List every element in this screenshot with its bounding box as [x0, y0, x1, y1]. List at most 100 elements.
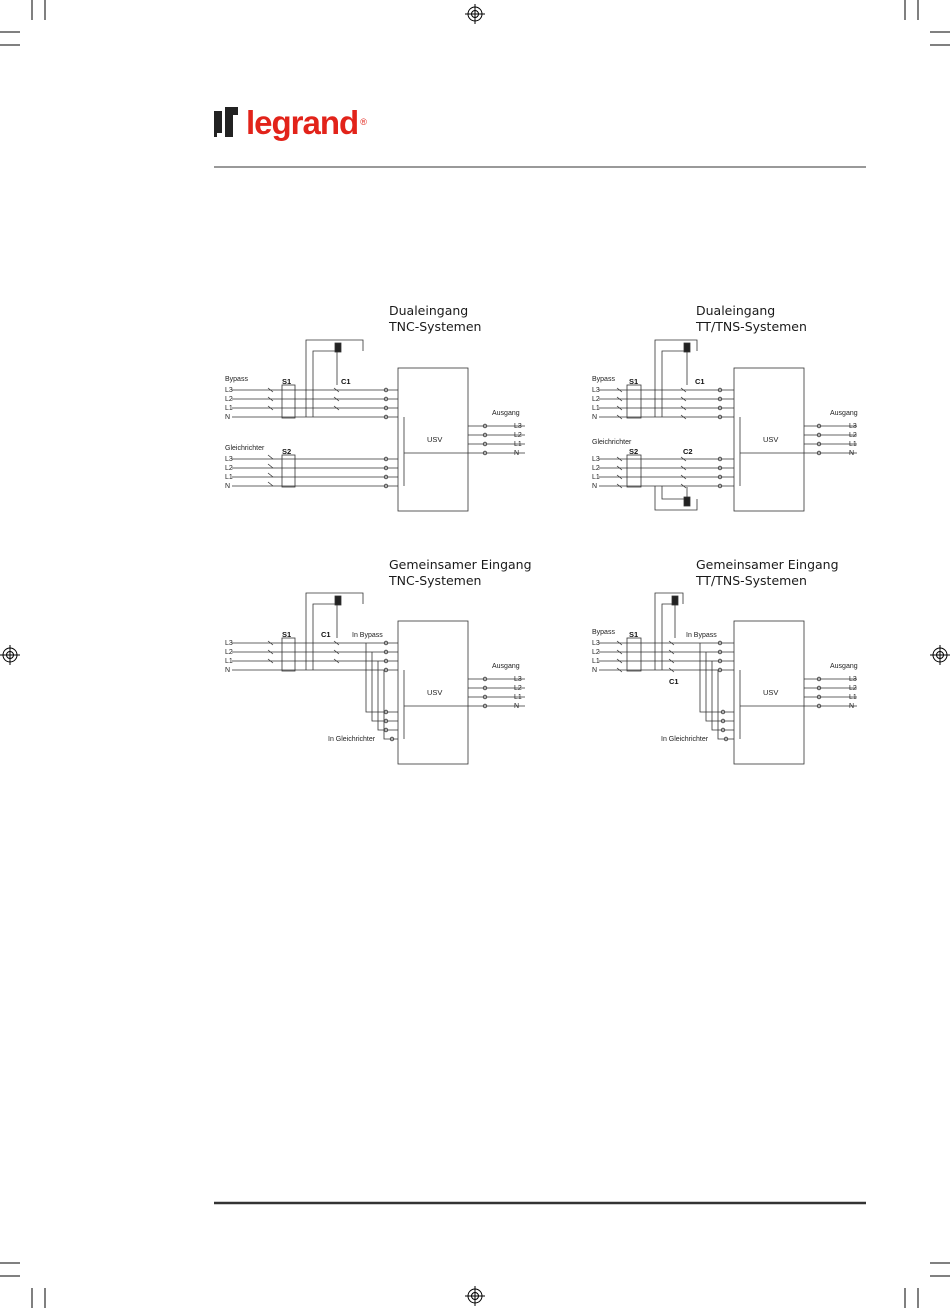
d3-out-l3: L3: [514, 676, 522, 683]
diagram-1-s2-label: S2: [282, 447, 291, 456]
diagram-2-title-line2: TT/TNS-Systemen: [696, 319, 807, 334]
d4-out-l1: L1: [849, 694, 857, 701]
diagram-2-c2-label: C2: [683, 447, 693, 456]
diagram-3-output-label: Ausgang: [492, 663, 520, 670]
diagram-4-bypass-label: Bypass: [592, 629, 615, 636]
diagram-3-input-phase-labels: L3 L2 L1 N: [225, 640, 233, 674]
diagram-2-c1-label: C1: [695, 377, 705, 386]
d3-in-l1: L1: [225, 658, 233, 665]
diagram-4-output-label: Ausgang: [830, 663, 858, 670]
diagram-2-title: Dualeingang TT/TNS-Systemen: [696, 303, 807, 335]
diagram-2-s2-label: S2: [629, 447, 638, 456]
d4-out-l2: L2: [849, 685, 857, 692]
diagram-3-title-line2: TNC-Systemen: [389, 573, 482, 588]
d2-in-n: N: [592, 414, 597, 421]
d2-in-l2: L2: [592, 396, 600, 403]
diagram-4-in-bypass-label: In Bypass: [686, 632, 717, 639]
d4-in-l1: L1: [592, 658, 600, 665]
diagram-3-output-phase-labels: L3 L2 L1 N: [514, 676, 522, 710]
d2-rin-l3: L3: [592, 456, 600, 463]
diagram-4-in-rectifier-label: In Gleichrichter: [661, 736, 709, 743]
d1-rin-l3: L3: [225, 456, 233, 463]
registered-mark: ®: [360, 117, 367, 127]
d1-out-l3: L3: [514, 423, 522, 430]
legrand-mark-icon: [214, 107, 238, 137]
diagram-2-input-phase-labels: L3 L2 L1 N L3 L2 L1 N: [592, 387, 600, 490]
d2-rin-n: N: [592, 483, 597, 490]
diagram-2-title-line1: Dualeingang: [696, 303, 776, 318]
diagram-4-ups-label: USV: [763, 688, 778, 697]
d3-out-n: N: [514, 703, 519, 710]
diagram-1-output-phase-labels: L3 L2 L1 N: [514, 423, 522, 457]
diagram-1-ups-label: USV: [427, 435, 442, 444]
diagram-1-s1-label: S1: [282, 377, 291, 386]
d2-out-l2: L2: [849, 432, 857, 439]
d3-in-l2: L2: [225, 649, 233, 656]
diagram-3-title-line1: Gemeinsamer Eingang: [389, 557, 532, 572]
d3-in-n: N: [225, 667, 230, 674]
diagram-2-schematic: Bypass Gleichrichter S1 S2 C1 C2 USV Aus…: [592, 339, 858, 512]
diagram-4-title-line2: TT/TNS-Systemen: [696, 573, 807, 588]
diagram-1-input-phase-labels: L3 L2 L1 N L3 L2 L1 N: [225, 387, 233, 490]
diagram-3-schematic: S1 C1 In Bypass In Gleichrichter USV Aus…: [225, 592, 525, 765]
diagram-4-input-phase-labels: L3 L2 L1 N: [592, 640, 600, 674]
diagram-3-c1-label: C1: [321, 630, 331, 639]
d2-rin-l1: L1: [592, 474, 600, 481]
d3-out-l2: L2: [514, 685, 522, 692]
diagram-2-s1-label: S1: [629, 377, 638, 386]
d4-in-l3: L3: [592, 640, 600, 647]
registration-mark-left-icon: [0, 645, 20, 665]
d3-in-l3: L3: [225, 640, 233, 647]
diagram-3-ups-label: USV: [427, 688, 442, 697]
diagram-2-rectifier-label: Gleichrichter: [592, 439, 632, 446]
d2-out-l3: L3: [849, 423, 857, 430]
brand-logo: legrand ®: [214, 100, 367, 144]
d3-out-l1: L1: [514, 694, 522, 701]
diagram-4-title-line1: Gemeinsamer Eingang: [696, 557, 839, 572]
registration-mark-top-icon: [465, 4, 485, 24]
brand-wordmark: legrand: [246, 103, 359, 141]
d4-in-n: N: [592, 667, 597, 674]
d2-out-l1: L1: [849, 441, 857, 448]
d1-rin-l1: L1: [225, 474, 233, 481]
diagram-4-title: Gemeinsamer Eingang TT/TNS-Systemen: [696, 557, 839, 589]
d1-rin-n: N: [225, 483, 230, 490]
diagram-3-in-bypass-label: In Bypass: [352, 632, 383, 639]
diagram-2-output-phase-labels: L3 L2 L1 N: [849, 423, 857, 457]
diagram-2-ups-label: USV: [763, 435, 778, 444]
d1-in-l3: L3: [225, 387, 233, 394]
diagram-4-c1-label: C1: [669, 677, 679, 686]
d1-in-n: N: [225, 414, 230, 421]
diagram-1-title: Dualeingang TNC-Systemen: [389, 303, 481, 335]
diagram-3-in-rectifier-label: In Gleichrichter: [328, 736, 376, 743]
diagram-1-schematic: Bypass Gleichrichter S1 S2 C1 USV Ausgan…: [225, 339, 525, 512]
d1-out-l1: L1: [514, 441, 522, 448]
diagram-1-bypass-label: Bypass: [225, 376, 248, 383]
d1-out-l2: L2: [514, 432, 522, 439]
registration-mark-right-icon: [930, 645, 950, 665]
d2-out-n: N: [849, 450, 854, 457]
d4-out-l3: L3: [849, 676, 857, 683]
d4-in-l2: L2: [592, 649, 600, 656]
d2-in-l3: L3: [592, 387, 600, 394]
diagram-4-schematic: Bypass S1 C1 In Bypass In Gleichrichter …: [592, 592, 858, 765]
d4-out-n: N: [849, 703, 854, 710]
diagram-1-c1-label: C1: [341, 377, 351, 386]
diagram-3-title: Gemeinsamer Eingang TNC-Systemen: [389, 557, 532, 589]
diagram-3-s1-label: S1: [282, 630, 291, 639]
diagram-2-bypass-label: Bypass: [592, 376, 615, 383]
d1-out-n: N: [514, 450, 519, 457]
diagram-4-output-phase-labels: L3 L2 L1 N: [849, 676, 857, 710]
diagram-2-output-label: Ausgang: [830, 410, 858, 417]
diagram-4-s1-label: S1: [629, 630, 638, 639]
diagram-1-rectifier-label: Gleichrichter: [225, 445, 265, 452]
diagram-1-title-line1: Dualeingang: [389, 303, 469, 318]
registration-mark-bottom-icon: [465, 1286, 485, 1306]
d1-rin-l2: L2: [225, 465, 233, 472]
d2-rin-l2: L2: [592, 465, 600, 472]
d1-in-l1: L1: [225, 405, 233, 412]
diagram-1-output-label: Ausgang: [492, 410, 520, 417]
d1-in-l2: L2: [225, 396, 233, 403]
